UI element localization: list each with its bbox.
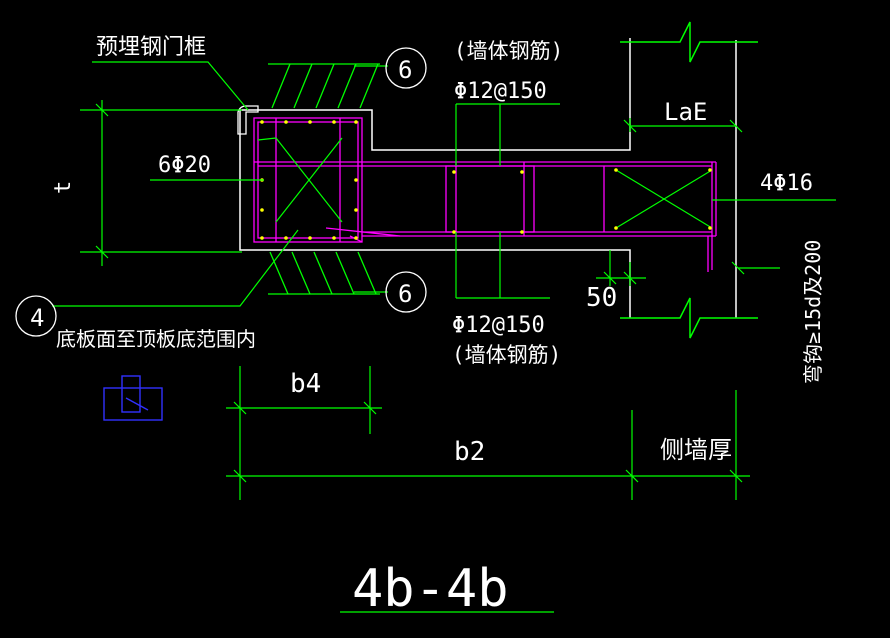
label-lae: LaE	[664, 98, 707, 126]
break-lines	[620, 21, 758, 339]
bottom-dimensions	[226, 366, 750, 613]
label-embedded-frame: 预埋钢门框	[96, 35, 206, 60]
label-dim-50: 50	[586, 283, 617, 313]
cross-braces	[257, 137, 713, 229]
label-anchor-note: 弯钩≥15d及200	[801, 240, 825, 384]
blue-marker	[103, 375, 163, 421]
label-dim-b4: b4	[290, 369, 321, 399]
label-6phi20: 6Φ20	[158, 153, 211, 178]
hatching	[268, 63, 380, 295]
callout-6-top: 6	[398, 56, 412, 84]
label-stirrup-top: Φ12@150	[454, 79, 547, 104]
label-4phi16: 4Φ16	[760, 171, 813, 196]
callout-4-circle	[15, 295, 57, 337]
drawing-title: 4b-4b	[352, 559, 509, 619]
callout-circles	[15, 47, 427, 337]
door-frame-corner	[237, 105, 259, 135]
rebar-cage	[253, 117, 717, 272]
label-dim-t: t	[51, 181, 76, 194]
text-labels: 预埋钢门框 6Φ20 (墙体钢筋) Φ12@150 6 6 4 底板面至顶板底范…	[30, 35, 825, 619]
rebar-dots	[260, 120, 712, 240]
callout-4: 4	[30, 304, 44, 332]
label-wall-rebar-top: (墙体钢筋)	[454, 39, 563, 63]
label-range-note: 底板面至顶板底范围内	[56, 327, 256, 351]
callout-6-bottom: 6	[398, 280, 412, 308]
label-dim-b2: b2	[454, 437, 485, 467]
leader-lines	[52, 61, 836, 307]
callout-6-top-circle	[385, 47, 427, 89]
callout-6-bottom-circle	[385, 271, 427, 313]
label-stirrup-bottom: Φ12@150	[452, 313, 545, 338]
concrete-outline	[239, 38, 631, 318]
label-side-wall-thickness: 侧墙厚	[660, 436, 732, 464]
label-wall-rebar-bottom: (墙体钢筋)	[452, 343, 561, 367]
